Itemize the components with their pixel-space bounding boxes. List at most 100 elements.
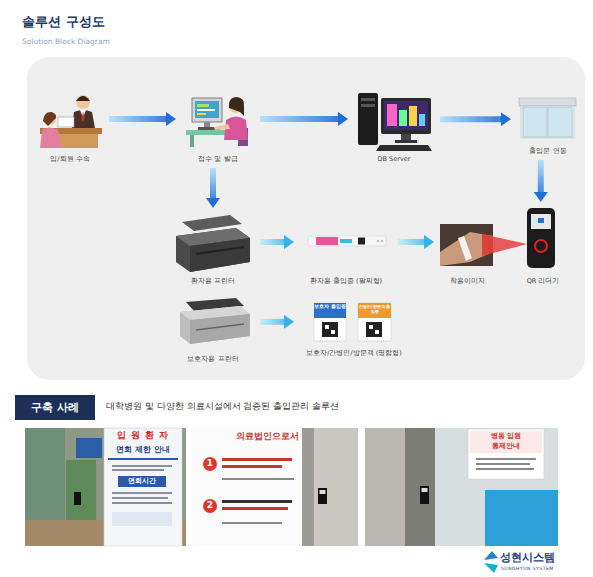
text-line bbox=[222, 478, 294, 480]
band-color bbox=[316, 237, 338, 245]
guardian-printer-clipart bbox=[180, 298, 250, 344]
node-caption: 환자용 출입증 (팔찌형) bbox=[310, 278, 382, 286]
head bbox=[76, 95, 90, 109]
text-label: 통제안내 bbox=[470, 442, 542, 451]
illustrated-node: DB Server bbox=[352, 88, 436, 164]
node-caption: DB Server bbox=[378, 156, 411, 164]
door bbox=[314, 428, 358, 546]
door-frame bbox=[302, 428, 358, 546]
glass-panel bbox=[523, 107, 547, 137]
reader bbox=[318, 488, 327, 504]
paper-slot bbox=[196, 247, 244, 254]
illustrated-node: 출입문 연동 bbox=[515, 96, 581, 156]
logo-shape bbox=[484, 551, 498, 560]
diagram-panel bbox=[27, 57, 585, 380]
text-line bbox=[222, 522, 282, 524]
flow-arrow bbox=[260, 116, 338, 122]
door-header bbox=[519, 98, 576, 106]
node-caption: 접수 및 발급 bbox=[198, 156, 237, 164]
text-label: 간병인/방문객 출입증 bbox=[358, 304, 391, 314]
text-label: 병동 입원 bbox=[470, 432, 542, 441]
door-frame bbox=[521, 106, 574, 138]
qr-reader-clipart bbox=[527, 208, 555, 268]
screen-bar bbox=[399, 110, 407, 126]
hair bbox=[229, 97, 244, 116]
drive-slot bbox=[361, 104, 375, 107]
desk-leg bbox=[190, 135, 194, 147]
card-clipart bbox=[314, 303, 391, 341]
logo-shape bbox=[484, 563, 498, 573]
section-badge: 구축 사례 bbox=[15, 395, 95, 420]
illustrated-node: 환자용 출입증 (팔찌형) bbox=[298, 228, 394, 286]
screen-bar bbox=[197, 113, 206, 115]
wristband-clipart bbox=[308, 236, 386, 246]
flow-arrow bbox=[109, 116, 166, 122]
node-caption: QR 리더기 bbox=[527, 278, 560, 286]
hair bbox=[43, 112, 56, 126]
flow-arrow bbox=[440, 116, 501, 122]
badge-text: 구축 사례 bbox=[31, 401, 79, 414]
drive-slot bbox=[361, 98, 375, 101]
screen-bar bbox=[419, 114, 425, 126]
flow-arrow bbox=[260, 319, 284, 325]
reader-screen bbox=[320, 490, 326, 494]
text-label: 1 bbox=[203, 458, 217, 470]
reader bbox=[420, 486, 429, 504]
text-label: 면회시간 bbox=[118, 477, 166, 485]
diagram-title: 솔루션 구성도 bbox=[22, 13, 105, 31]
qr-code bbox=[322, 322, 338, 337]
keyboard bbox=[376, 145, 432, 151]
text-line bbox=[222, 458, 292, 461]
sign-rule bbox=[108, 458, 178, 460]
suit bbox=[72, 110, 95, 128]
text-label: SUNGHYUN SYSTEM bbox=[501, 566, 554, 572]
qr-code bbox=[366, 322, 382, 337]
counter bbox=[485, 490, 558, 546]
hair bbox=[76, 96, 90, 101]
paper-slot bbox=[196, 324, 244, 330]
text-label: 면회 제한 안내 bbox=[116, 445, 170, 455]
card-band bbox=[358, 303, 391, 318]
tie bbox=[82, 111, 85, 122]
door bbox=[66, 460, 96, 520]
illustrated-node: 접수 및 발급 bbox=[180, 92, 256, 164]
illustrated-node: QR 리더기 bbox=[515, 206, 571, 286]
text-label: 의료법인으로서 bbox=[236, 431, 299, 443]
flow-arrow bbox=[260, 239, 284, 245]
illustrated-node: 환자용 프린터 bbox=[170, 212, 256, 286]
photo-bg bbox=[365, 428, 558, 546]
company-logo-icon bbox=[484, 551, 498, 573]
text-line bbox=[222, 500, 292, 503]
case-photo bbox=[192, 428, 358, 546]
text-line bbox=[222, 507, 288, 510]
screen bbox=[384, 101, 428, 130]
door-clipart bbox=[519, 98, 576, 138]
sign-header bbox=[470, 431, 542, 453]
qr-cell bbox=[331, 330, 335, 334]
card-band bbox=[314, 303, 346, 318]
band bbox=[458, 236, 472, 261]
stand-base bbox=[395, 140, 417, 143]
printer-front bbox=[190, 238, 250, 272]
monitor bbox=[381, 98, 431, 134]
text-line bbox=[112, 502, 172, 504]
server-clipart bbox=[358, 93, 432, 151]
sign-box bbox=[112, 512, 172, 526]
glass bbox=[435, 428, 558, 546]
text-line bbox=[112, 492, 172, 494]
admission-clipart bbox=[40, 95, 102, 148]
reader-ring bbox=[535, 240, 547, 252]
text-line bbox=[476, 458, 536, 460]
case-photo bbox=[25, 428, 186, 546]
qr-cell bbox=[369, 325, 373, 329]
illustrated-node: 착용이미지 bbox=[438, 222, 496, 286]
photo-bg bbox=[25, 428, 186, 546]
text-line bbox=[476, 463, 530, 465]
text-label: 보호자 출입증 bbox=[314, 304, 346, 310]
band-color bbox=[340, 239, 352, 243]
sign-stand bbox=[104, 428, 182, 546]
number-circle bbox=[203, 499, 217, 513]
